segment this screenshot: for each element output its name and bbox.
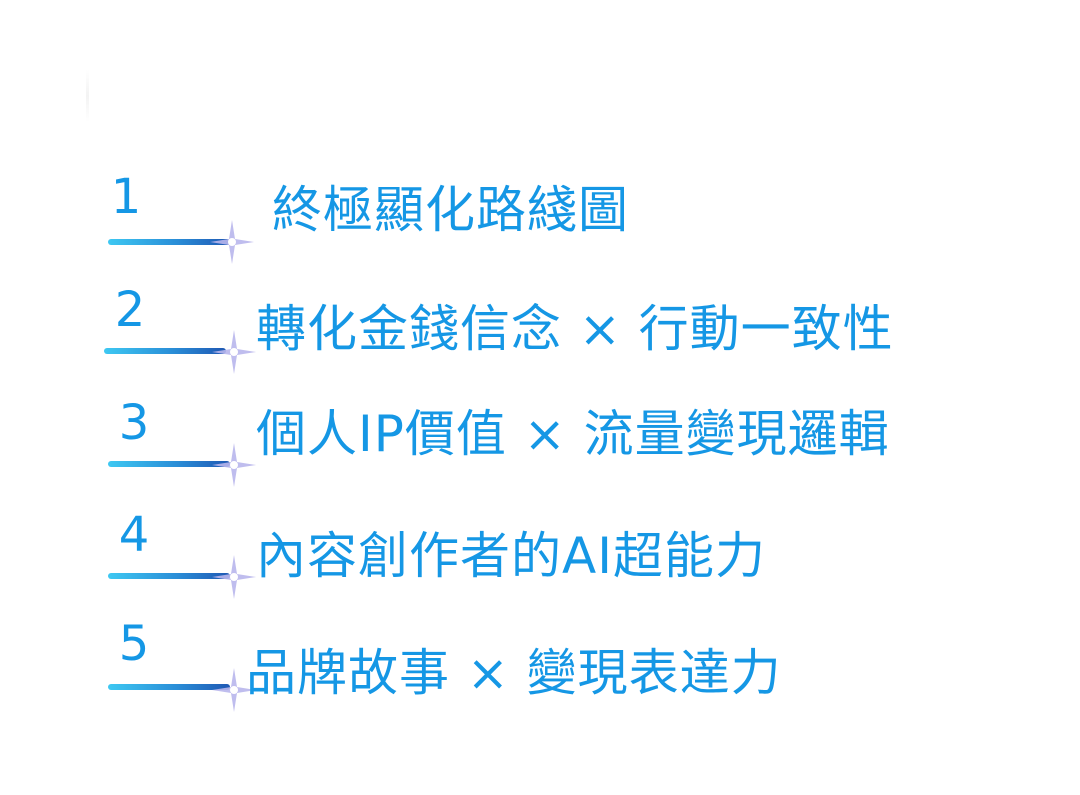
list-item: 3 個人IP價值 × 流量變現邏輯 (0, 395, 1080, 495)
underline-bar (104, 348, 226, 354)
underline-bar (108, 461, 230, 467)
item-label: 終極顯化路綫圖 (272, 181, 629, 239)
underline-bar (108, 684, 230, 690)
sparkle-icon (212, 443, 256, 487)
list-item: 1 終極顯化路綫圖 (0, 165, 1080, 265)
item-label: 個人IP價值 × 流量變現邏輯 (256, 405, 890, 463)
item-label: 內容創作者的AI超能力 (256, 527, 766, 585)
sparkle-icon (212, 668, 256, 712)
underline-bar (108, 239, 230, 245)
item-number: 1 (110, 169, 142, 225)
item-label: 品牌故事 × 變現表達力 (246, 644, 782, 702)
sparkle-icon (212, 330, 256, 374)
underline-bar (108, 573, 230, 579)
item-number: 2 (114, 282, 146, 338)
item-label: 轉化金錢信念 × 行動一致性 (256, 300, 894, 358)
sparkle-icon (210, 220, 254, 264)
list-item: 2 轉化金錢信念 × 行動一致性 (0, 280, 1080, 380)
list-item: 4 內容創作者的AI超能力 (0, 507, 1080, 607)
item-number: 4 (118, 507, 150, 563)
decorative-divider (86, 70, 89, 122)
sparkle-icon (212, 555, 256, 599)
item-number: 5 (118, 616, 150, 672)
item-number: 3 (118, 395, 150, 451)
list-item: 5 品牌故事 × 變現表達力 (0, 618, 1080, 718)
